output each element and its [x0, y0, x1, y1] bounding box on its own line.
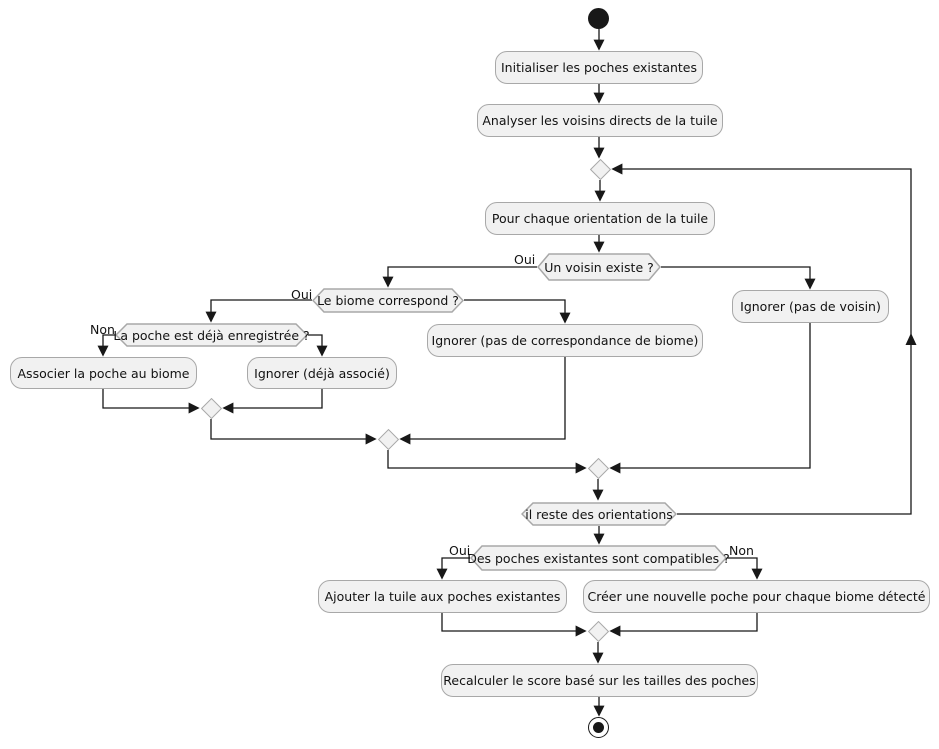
hexagon-shape — [470, 545, 727, 571]
end-node-icon — [588, 717, 609, 738]
activity-creer-poche: Créer une nouvelle poche pour chaque bio… — [583, 580, 930, 613]
decision-label: il reste des orientations — [525, 506, 673, 522]
edge-label-oui-biome: Oui — [291, 287, 313, 302]
activity-recalculer-score: Recalculer le score basé sur les tailles… — [441, 664, 758, 697]
decision-reste-orientations: il reste des orientations — [521, 502, 677, 526]
activity-ignorer-pas-correspondance: Ignorer (pas de correspondance de biome) — [427, 324, 703, 357]
decision-biome-correspond: Le biome correspond ? — [312, 288, 464, 313]
activity-ajouter-tuile: Ajouter la tuile aux poches existantes — [318, 580, 567, 613]
activity-pour-chaque-orientation: Pour chaque orientation de la tuile — [485, 202, 715, 235]
hexagon-shape — [115, 323, 308, 347]
decision-un-voisin-existe: Un voisin existe ? — [537, 253, 661, 281]
hexagon-shape — [537, 253, 661, 281]
decision-poche-enregistree: La poche est déjà enregistrée ? — [113, 323, 310, 347]
activity-ignorer-deja-associe: Ignorer (déjà associé) — [247, 357, 397, 389]
activity-initialiser-poches: Initialiser les poches existantes — [495, 51, 703, 84]
activity-ignorer-pas-voisin: Ignorer (pas de voisin) — [732, 290, 889, 323]
loop-up-arrowhead — [905, 333, 917, 345]
hexagon-shape — [312, 288, 464, 313]
hexagon-shape — [521, 502, 677, 526]
activity-analyser-voisins: Analyser les voisins directs de la tuile — [477, 104, 723, 137]
edge-label-non-poche: Non — [90, 322, 115, 337]
start-node-icon — [588, 8, 609, 29]
decision-label: Des poches existantes sont compatibles ? — [467, 550, 730, 566]
edge-label-non-compatibles: Non — [729, 543, 754, 558]
decision-label: Un voisin existe ? — [544, 259, 654, 275]
decision-poches-compatibles: Des poches existantes sont compatibles ? — [467, 545, 730, 571]
decision-label: La poche est déjà enregistrée ? — [113, 327, 310, 343]
activity-associer-poche: Associer la poche au biome — [10, 357, 197, 389]
edge-label-oui-compatibles: Oui — [449, 543, 471, 558]
edge-label-oui-voisin: Oui — [514, 252, 536, 267]
decision-label: Le biome correspond ? — [317, 293, 459, 308]
